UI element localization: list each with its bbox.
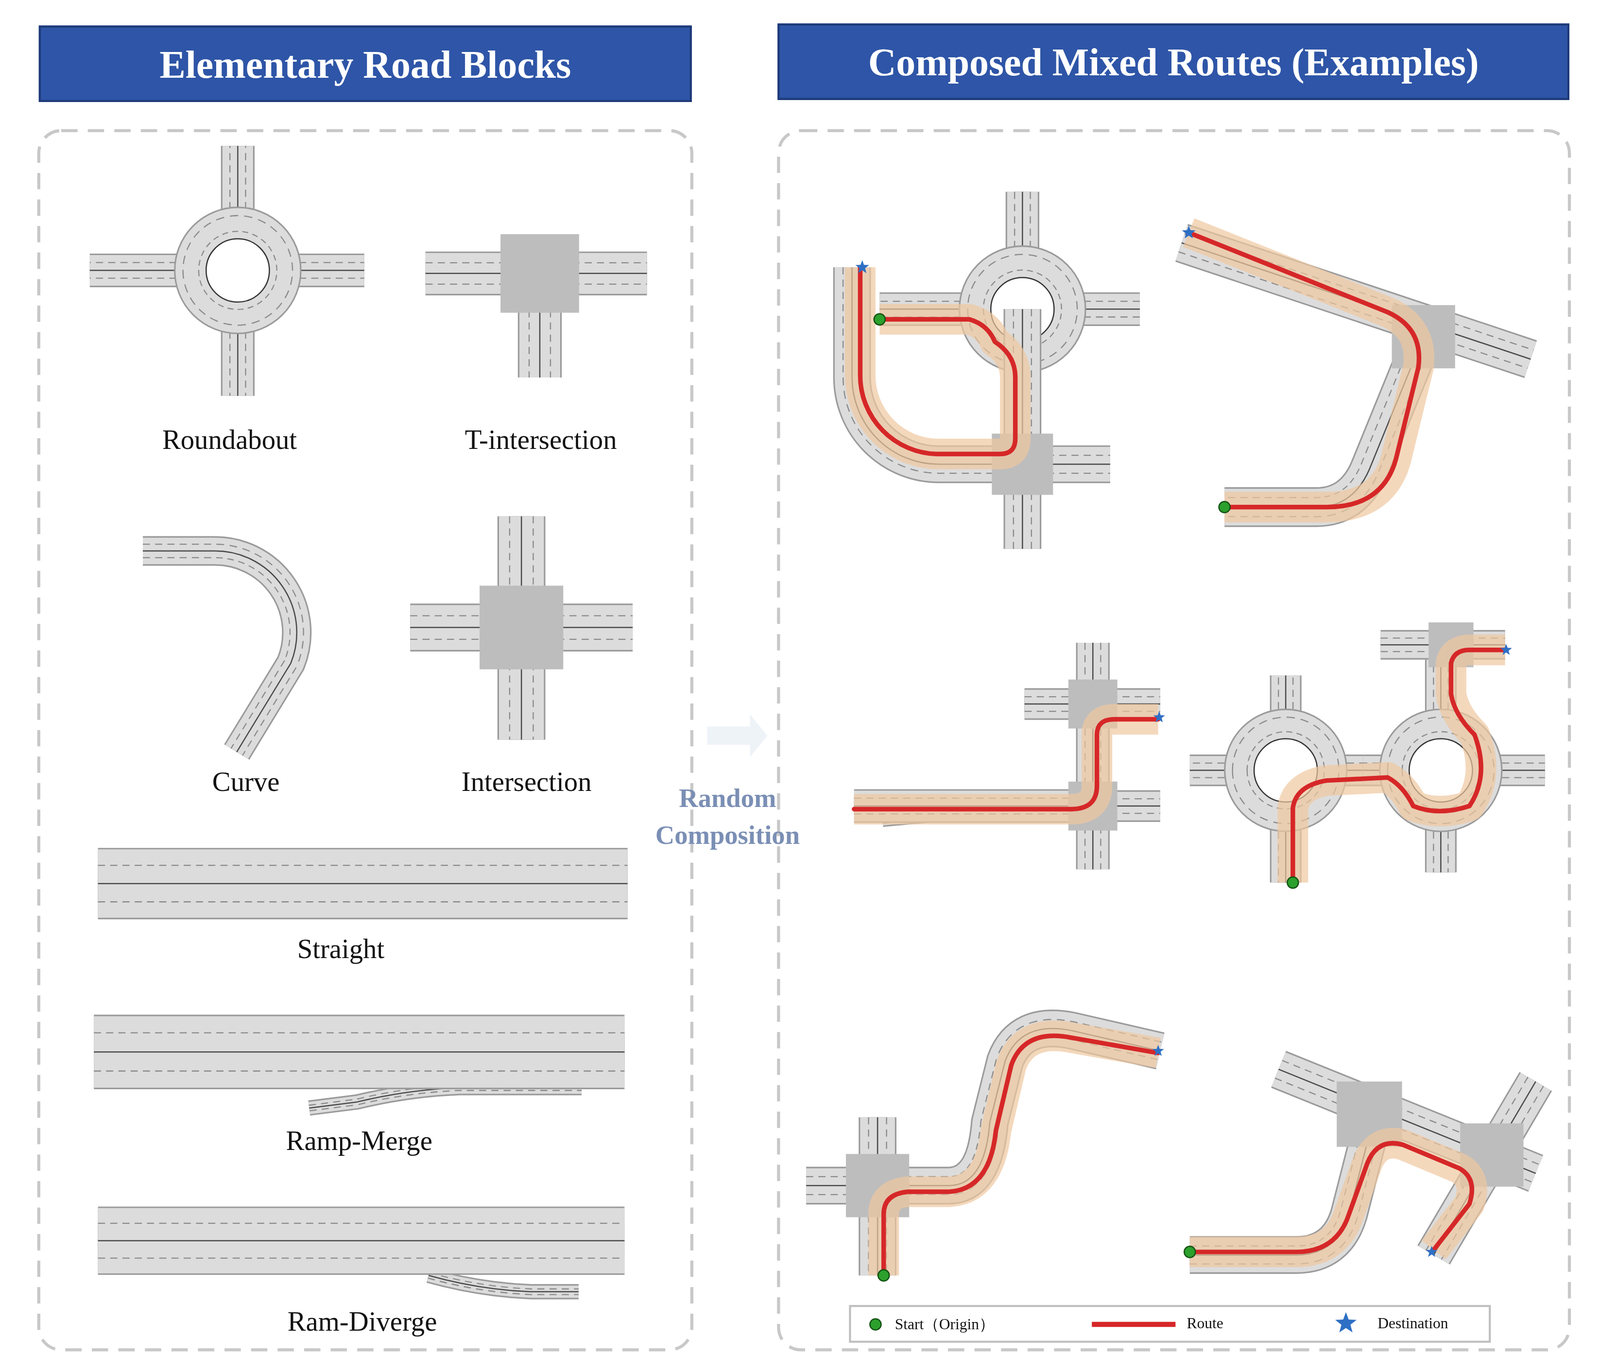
route-band bbox=[1292, 650, 1506, 883]
road-stroke bbox=[98, 1206, 625, 1275]
road-stroke bbox=[309, 1087, 582, 1109]
destination-star bbox=[1182, 225, 1196, 239]
road-stroke bbox=[98, 1223, 625, 1258]
road-stroke bbox=[93, 1051, 625, 1053]
road-stroke bbox=[428, 1275, 579, 1292]
legend-text: Route bbox=[1186, 1315, 1223, 1333]
destination-star bbox=[855, 260, 870, 274]
route-band bbox=[854, 719, 1159, 810]
start-dot bbox=[1219, 501, 1231, 513]
legend-text: Destination bbox=[1377, 1315, 1448, 1333]
block-label: Intersection bbox=[461, 766, 592, 798]
road-stroke bbox=[142, 550, 297, 753]
block-label: T-intersection bbox=[464, 424, 618, 457]
start-dot bbox=[869, 1318, 881, 1330]
destination-star bbox=[1335, 1312, 1357, 1333]
road-stroke bbox=[93, 1033, 625, 1071]
route-line bbox=[860, 267, 1016, 454]
route-band bbox=[883, 1035, 1159, 1276]
header-band: Composed Mixed Routes (Examples) bbox=[777, 23, 1570, 101]
road-stroke bbox=[93, 1016, 625, 1088]
road-stroke bbox=[309, 1087, 582, 1109]
block-label: Ramp-Merge bbox=[286, 1125, 433, 1157]
road-stroke bbox=[428, 1275, 579, 1292]
route-line bbox=[1188, 232, 1420, 508]
start-dot bbox=[1184, 1246, 1196, 1258]
header-text: Elementary Road Blocks bbox=[159, 41, 571, 87]
road-stroke bbox=[93, 1015, 625, 1090]
legend-route-sample bbox=[1091, 1322, 1176, 1328]
road-stroke bbox=[98, 1208, 625, 1274]
road-stroke bbox=[98, 882, 628, 885]
road-stroke bbox=[309, 1087, 582, 1109]
destination-star bbox=[1153, 711, 1166, 723]
road-stroke bbox=[142, 550, 297, 753]
route-line bbox=[1292, 650, 1506, 883]
junction-square bbox=[500, 234, 580, 313]
road-stroke bbox=[98, 865, 628, 902]
start-dot bbox=[874, 313, 886, 326]
road-stroke bbox=[190, 223, 285, 318]
road-stroke bbox=[98, 1222, 625, 1259]
route-line bbox=[883, 1035, 1159, 1276]
road-stroke bbox=[142, 550, 297, 753]
start-dot bbox=[1287, 877, 1299, 889]
road-stroke bbox=[190, 223, 285, 318]
road-stroke bbox=[98, 1239, 625, 1242]
road-stroke bbox=[428, 1275, 579, 1292]
header-text: Composed Mixed Routes (Examples) bbox=[868, 39, 1480, 85]
header-band: Elementary Road Blocks bbox=[38, 25, 692, 103]
road-stroke bbox=[428, 1275, 579, 1292]
road-stroke bbox=[93, 1032, 625, 1072]
block-label: Roundabout bbox=[162, 424, 297, 457]
road-stroke bbox=[190, 223, 285, 318]
route-band bbox=[860, 267, 1016, 454]
road-stroke bbox=[428, 1275, 579, 1292]
road-stroke bbox=[142, 550, 297, 753]
destination-star bbox=[1426, 1245, 1438, 1257]
road-stroke bbox=[206, 238, 270, 302]
road-stroke bbox=[309, 1087, 582, 1109]
road-stroke bbox=[98, 864, 628, 903]
block-label: Curve bbox=[212, 766, 280, 798]
road-stroke bbox=[98, 847, 628, 920]
start-dot bbox=[877, 1270, 890, 1282]
route-line bbox=[854, 719, 1159, 810]
road-stroke bbox=[309, 1087, 582, 1109]
destination-star bbox=[1152, 1045, 1165, 1057]
composition-label: Random Composition bbox=[638, 780, 818, 856]
road-stroke bbox=[98, 849, 628, 918]
block-label: Straight bbox=[297, 933, 385, 966]
legend-text: Start（Origin） bbox=[894, 1315, 995, 1335]
road-stroke bbox=[190, 223, 285, 318]
route-band bbox=[1188, 232, 1420, 508]
block-label: Ram-Diverge bbox=[287, 1306, 438, 1338]
route-line bbox=[1189, 1143, 1473, 1253]
junction-square bbox=[479, 585, 564, 670]
route-band bbox=[1189, 1143, 1473, 1253]
road-stroke bbox=[142, 550, 297, 753]
destination-star bbox=[1500, 643, 1513, 655]
